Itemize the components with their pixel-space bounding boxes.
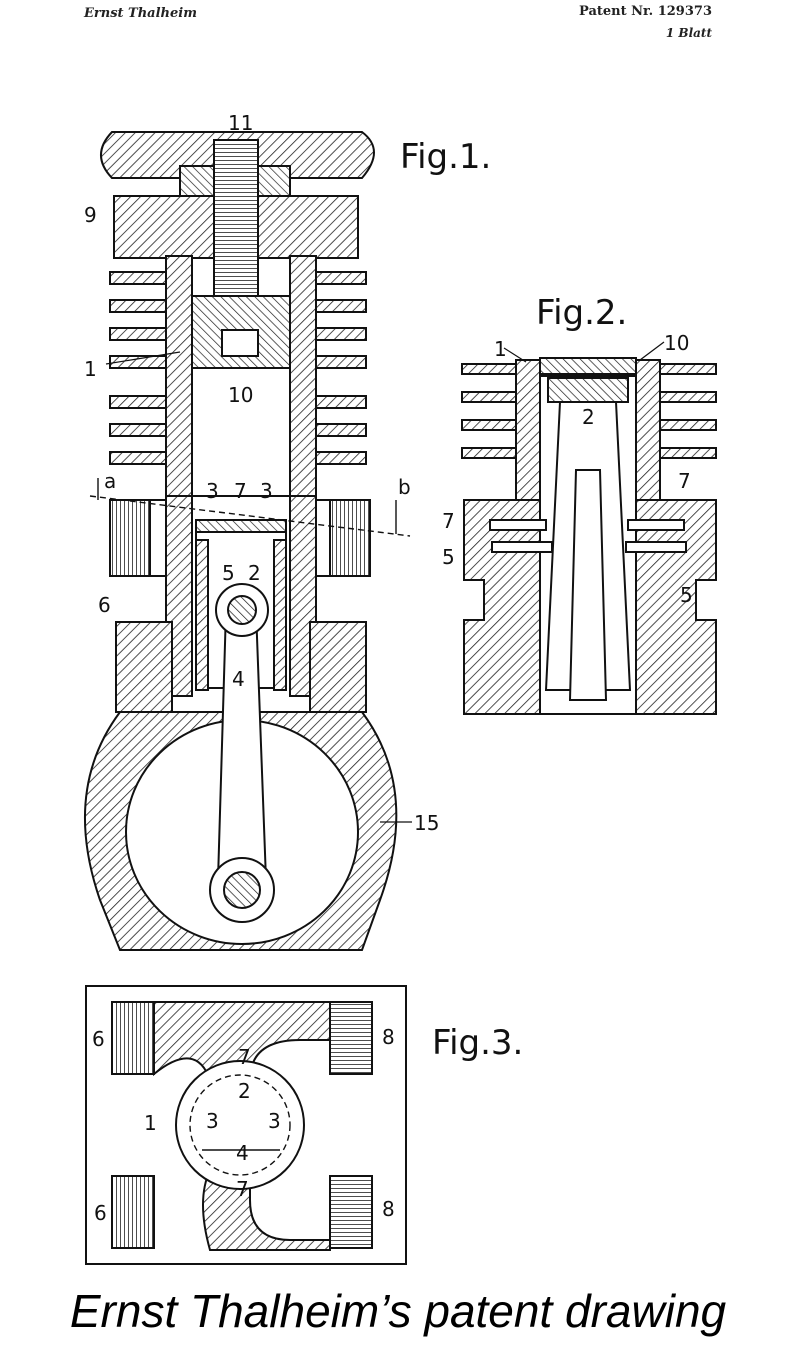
fig1-labels: 11 9 1 10 a b 3 7 3 6 5 2 4 15: [84, 111, 439, 835]
fig2-label-7-left: 7: [442, 509, 455, 533]
caption: Ernst Thalheim’s patent drawing: [69, 1285, 727, 1337]
fig3-label-7-top: 7: [238, 1045, 251, 1069]
figure-2: [461, 341, 717, 715]
fig2-label-5-right: 5: [680, 583, 693, 607]
fig3-label-4: 4: [236, 1141, 249, 1165]
fig2-labels: 1 10 2 7 7 5 5: [442, 331, 693, 607]
fig1-label-b: b: [398, 475, 411, 499]
fig3-labels: 6 8 7 2 1 3 3 4 7 6 8: [92, 1025, 395, 1225]
fig1-label-3-left: 3: [206, 479, 219, 503]
fig2-label-7-right: 7: [678, 469, 691, 493]
fig1-label-15: 15: [414, 811, 439, 835]
fig1-title: Fig.1.: [400, 137, 491, 177]
fig1-label-2: 2: [248, 561, 261, 585]
fig1-label-4: 4: [232, 667, 245, 691]
figure-3: [85, 985, 407, 1265]
fig1-label-3-right: 3: [260, 479, 273, 503]
fig1-label-1: 1: [84, 357, 97, 381]
inventor-name: Ernst Thalheim: [84, 6, 197, 21]
fig3-label-6-bottom: 6: [94, 1201, 107, 1225]
fig2-label-10: 10: [664, 331, 689, 355]
patent-number: Patent Nr. 129373: [579, 4, 712, 19]
fig3-title: Fig.3.: [432, 1023, 523, 1063]
fig3-label-3-left: 3: [206, 1109, 219, 1133]
fig3-label-6-top: 6: [92, 1027, 105, 1051]
fig1-label-10: 10: [228, 383, 253, 407]
figure-1: [83, 131, 412, 951]
fig3-label-8-bottom: 8: [382, 1197, 395, 1221]
fig1-label-a: a: [104, 469, 116, 493]
fig2-title: Fig.2.: [536, 293, 627, 333]
fig2-label-1: 1: [494, 337, 507, 361]
fig2-label-2: 2: [582, 405, 595, 429]
patent-drawing: Fig.1. 11 9 1 10 a b 3 7 3 6 5 2 4 15: [83, 111, 717, 1265]
fig1-label-6: 6: [98, 593, 111, 617]
sheet-count: 1 Blatt: [665, 26, 712, 40]
fig3-label-1: 1: [144, 1111, 157, 1135]
fig2-label-5-left: 5: [442, 545, 455, 569]
fig1-label-11: 11: [228, 111, 253, 135]
fig1-label-7: 7: [234, 479, 247, 503]
fig3-label-7-bottom: 7: [236, 1177, 249, 1201]
fig3-label-8-top: 8: [382, 1025, 395, 1049]
fig3-label-3-right: 3: [268, 1109, 281, 1133]
fig3-label-2: 2: [238, 1079, 251, 1103]
fig1-label-5: 5: [222, 561, 235, 585]
fig1-label-9: 9: [84, 203, 97, 227]
